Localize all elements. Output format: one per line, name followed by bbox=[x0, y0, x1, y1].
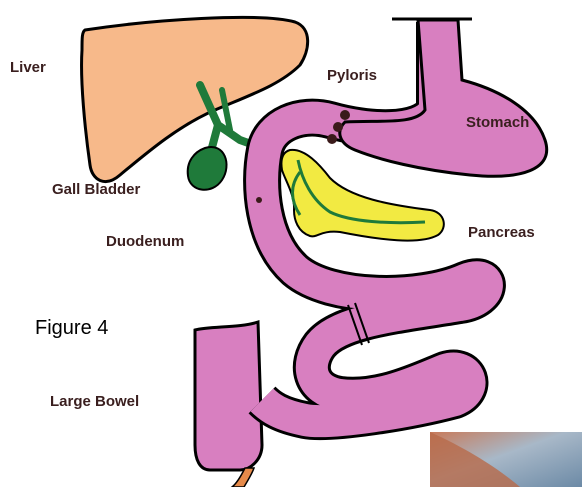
stomach-shape bbox=[340, 20, 547, 176]
photo-fragment bbox=[430, 432, 582, 487]
label-duodenum: Duodenum bbox=[106, 233, 184, 250]
label-stomach: Stomach bbox=[466, 114, 529, 131]
label-gall-bladder: Gall Bladder bbox=[52, 181, 141, 198]
figure-caption: Figure 4 bbox=[35, 317, 108, 339]
label-pyloris: Pyloris bbox=[327, 67, 377, 84]
label-large-bowel: Large Bowel bbox=[50, 393, 139, 410]
large-bowel-shape bbox=[195, 322, 262, 470]
duodenum-marker bbox=[256, 197, 262, 203]
label-liver: Liver bbox=[10, 59, 46, 76]
label-pancreas: Pancreas bbox=[468, 224, 535, 241]
gall-bladder-shape bbox=[188, 147, 227, 190]
